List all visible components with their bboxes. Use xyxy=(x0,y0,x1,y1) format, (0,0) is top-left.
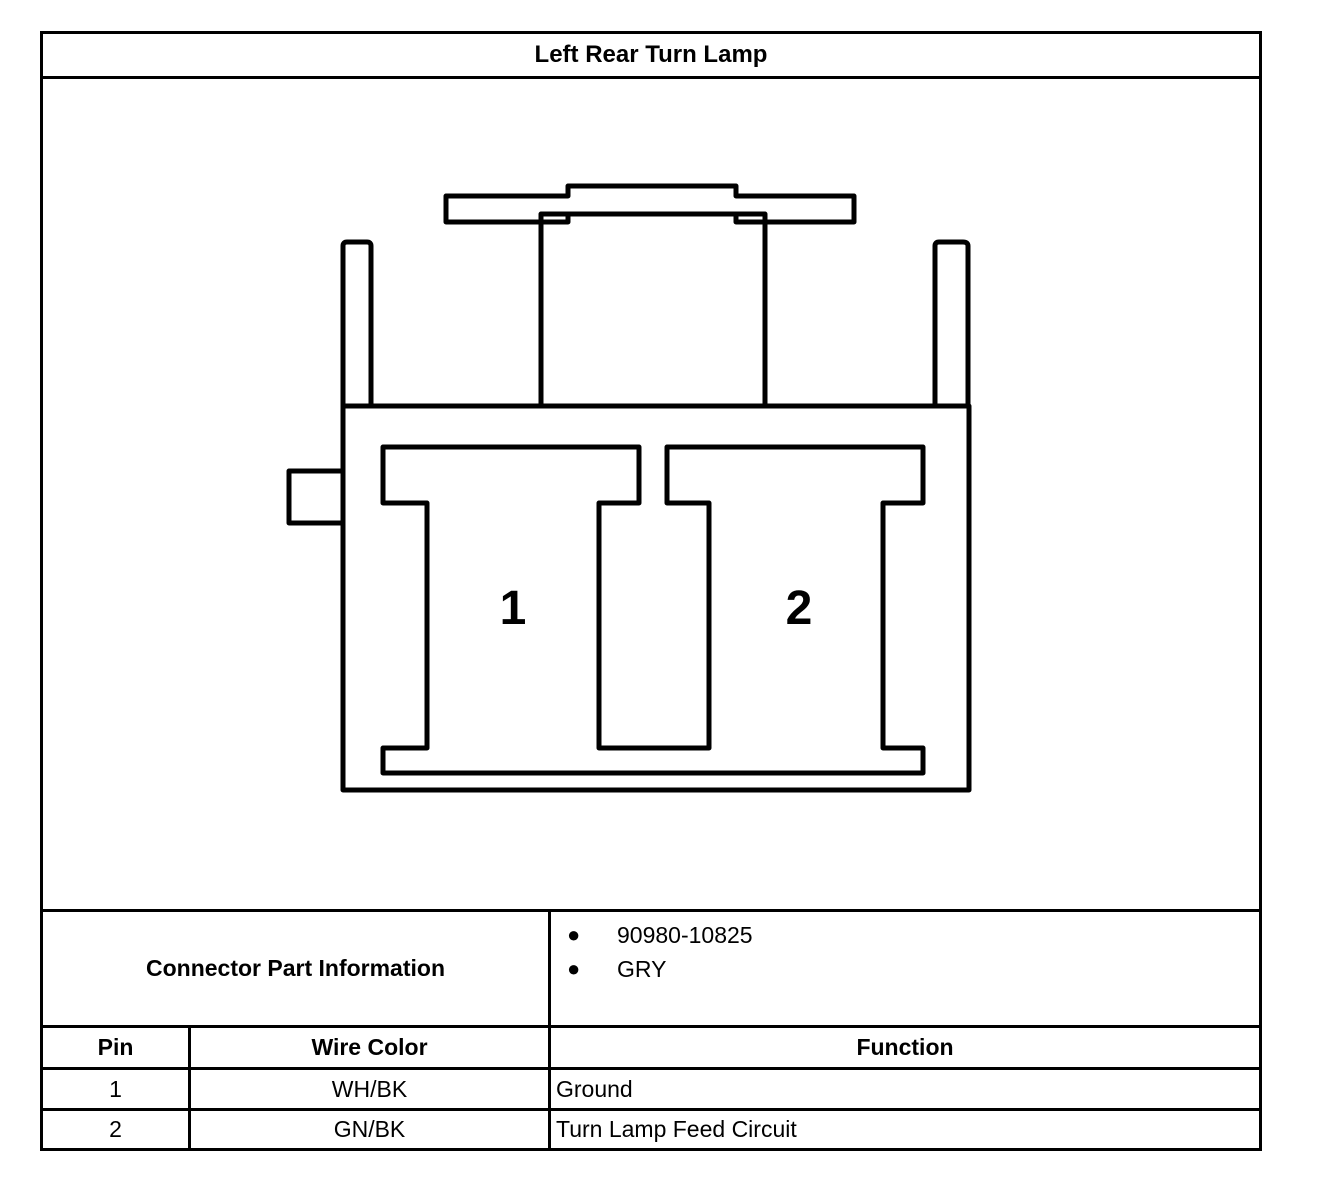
bullet-icon: ● xyxy=(567,956,581,981)
divider-header-bottom xyxy=(43,1067,1259,1070)
left-post xyxy=(340,239,374,406)
row-1-pin: 1 xyxy=(109,1075,122,1102)
divider-col-function xyxy=(548,912,551,1148)
page-title: Left Rear Turn Lamp xyxy=(43,34,1259,79)
cavity-outline xyxy=(380,444,926,776)
part-info-item: ● 90980-10825 xyxy=(567,921,753,948)
row-2-function: Turn Lamp Feed Circuit xyxy=(556,1116,797,1142)
divider-row-1-bottom xyxy=(43,1108,1259,1111)
part-info-list: ● 90980-10825 ● GRY xyxy=(551,918,1251,986)
connector-sheet: Left Rear Turn Lamp 1 2 Connector Part I… xyxy=(40,31,1262,1151)
row-1-wire-color: WH/BK xyxy=(331,1075,408,1102)
connector-diagram: 1 2 xyxy=(286,183,972,793)
part-info-label: Connector Part Information xyxy=(145,955,445,981)
row-2-wire-color: GN/BK xyxy=(333,1116,406,1142)
divider-diagram-bottom xyxy=(43,909,1259,912)
header-wire-color: Wire Color xyxy=(311,1034,428,1060)
right-post xyxy=(932,239,971,406)
connector-body xyxy=(340,403,972,793)
divider-part-info-bottom xyxy=(43,1025,1259,1028)
row-2-pin: 2 xyxy=(109,1116,122,1142)
latch-bar xyxy=(443,183,857,225)
header-function: Function xyxy=(856,1034,954,1060)
part-info-item: ● GRY xyxy=(567,955,667,982)
row-1-function: Ground xyxy=(556,1075,633,1102)
bullet-icon: ● xyxy=(567,922,581,947)
header-pin: Pin xyxy=(97,1034,134,1060)
latch-block xyxy=(538,211,768,409)
divider-col-pin xyxy=(188,1028,191,1148)
pin-2-label: 2 xyxy=(786,582,813,635)
pin-1-label: 1 xyxy=(500,582,527,635)
side-key xyxy=(286,468,343,526)
